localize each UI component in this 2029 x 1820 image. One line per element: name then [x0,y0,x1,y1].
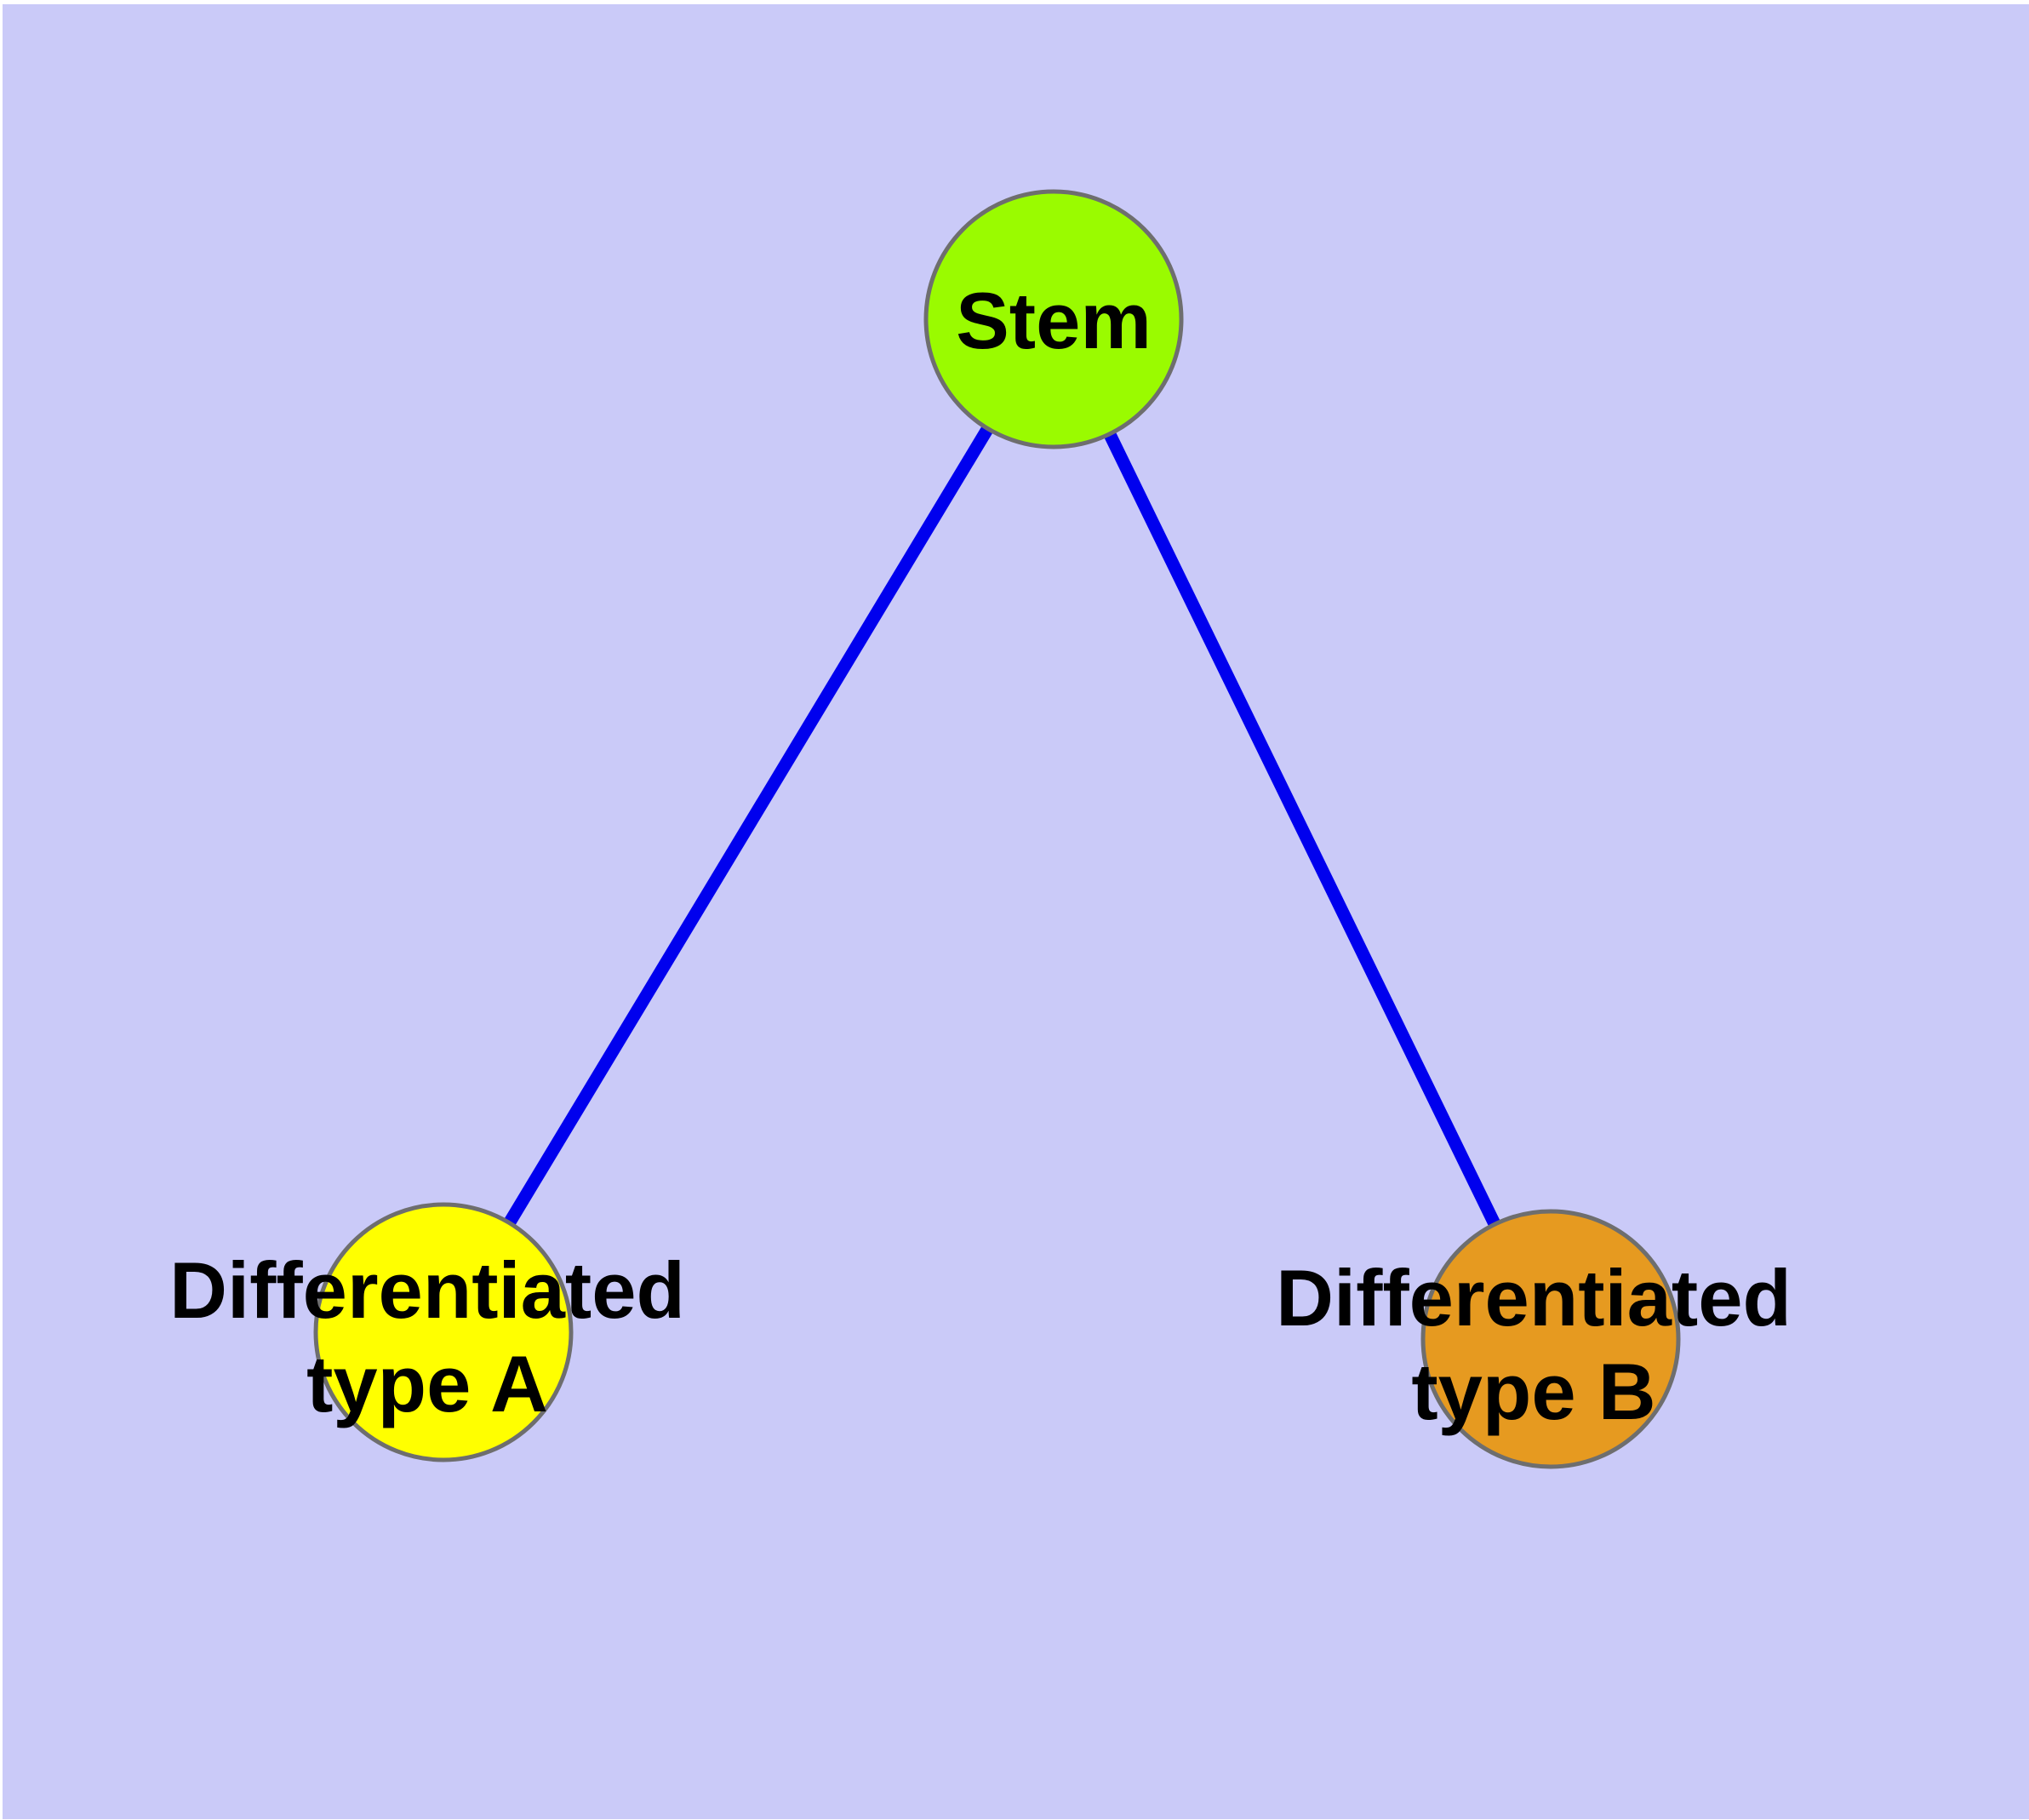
node-differentiated-type-b-circle [1420,1209,1681,1469]
node-stem-label: Stem [956,276,1152,365]
node-differentiated-type-b-label: Differentiated type B [1276,1253,1792,1436]
edge-stem-to-type-b [1048,316,1557,1342]
node-stem-circle [923,189,1184,449]
node-differentiated-type-a-label: Differentiated type A [169,1245,685,1428]
node-differentiated-type-a-circle [313,1202,574,1462]
edge-stem-to-type-a [437,316,1060,1336]
